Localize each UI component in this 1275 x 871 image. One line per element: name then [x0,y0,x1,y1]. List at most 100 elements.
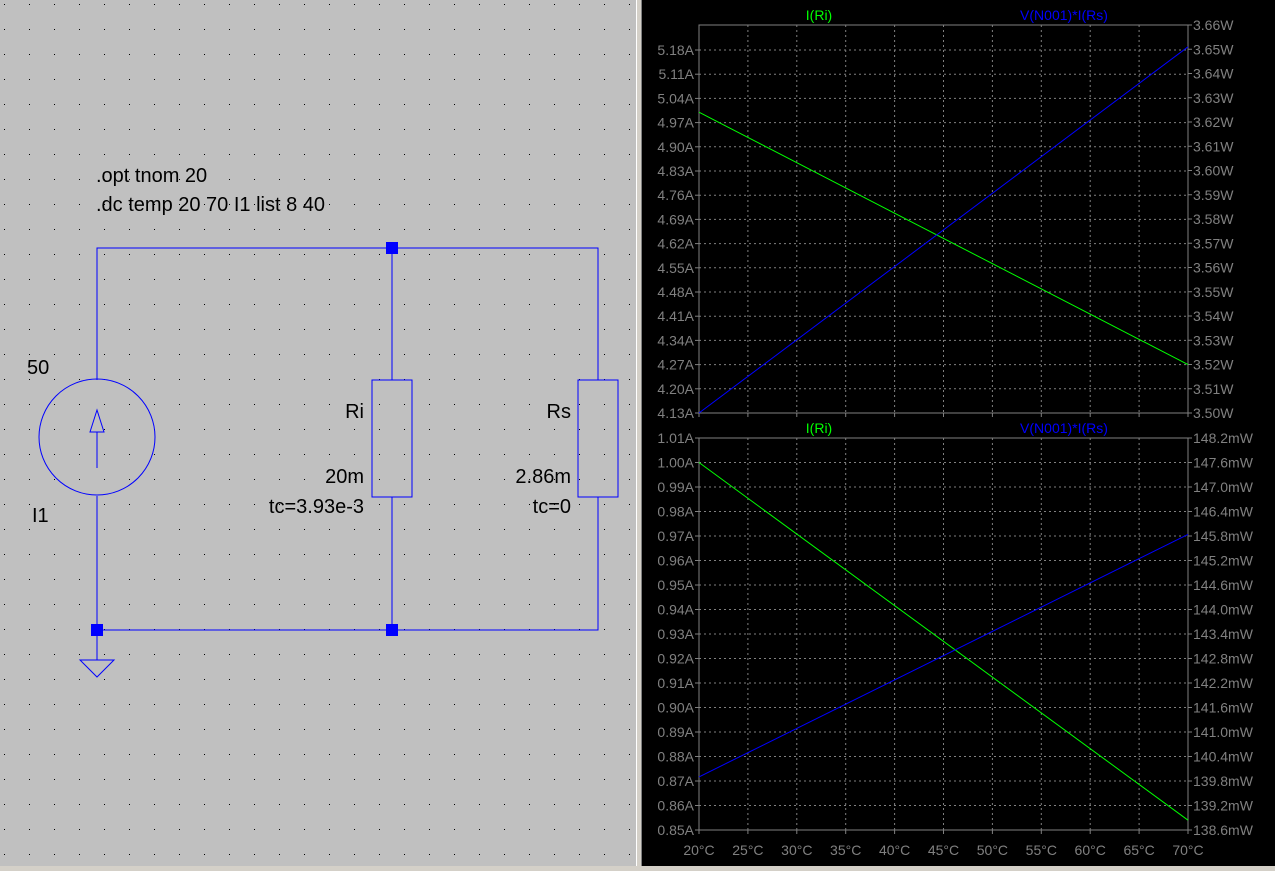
schematic-canvas[interactable]: .opt tnom 20 .dc temp 20 70 I1 list 8 40… [0,0,636,866]
y-right-tick-label: 145.8mW [1193,528,1254,544]
resistor-rs[interactable] [577,379,619,498]
y-right-tick-label: 145.2mW [1193,553,1254,569]
source-value-label[interactable]: 50 [27,357,49,379]
waveform-background [642,0,1275,866]
y-left-tick-label: 0.85A [657,822,694,838]
x-tick-label: 45°C [928,842,959,858]
wires[interactable] [96,247,599,660]
ri-name-label[interactable]: Ri [345,401,364,423]
y-right-tick-label: 3.57W [1193,235,1234,251]
y-right-tick-label: 141.0mW [1193,724,1254,740]
y-left-tick-label: 4.41A [657,308,694,324]
junction-node[interactable] [91,624,103,636]
y-left-tick-label: 5.11A [658,66,694,82]
y-left-tick-label: 4.27A [657,357,694,373]
y-right-tick-label: 3.61W [1193,138,1234,154]
x-tick-label: 20°C [683,842,714,858]
pane-splitter[interactable] [636,0,642,866]
y-right-tick-label: 139.8mW [1193,773,1254,789]
y-left-tick-label: 1.01A [657,430,694,446]
y-left-tick-label: 4.90A [657,139,694,155]
y-right-tick-label: 144.6mW [1193,577,1254,593]
rs-tc-label[interactable]: tc=0 [533,496,571,518]
x-tick-label: 25°C [732,842,763,858]
x-tick-label: 60°C [1075,842,1106,858]
y-right-tick-label: 146.4mW [1193,504,1254,520]
schematic-editor[interactable]: .opt tnom 20 .dc temp 20 70 I1 list 8 40… [0,0,636,866]
ri-value-label[interactable]: 20m [325,466,364,488]
arrow-up-icon [89,408,105,433]
ground-icon[interactable] [78,659,116,678]
y-right-tick-label: 3.65W [1193,41,1234,57]
y-left-tick-label: 0.93A [657,626,694,642]
y-right-tick-label: 138.6mW [1193,822,1254,838]
legend-entry[interactable]: V(N001)*I(Rs) [1020,420,1108,436]
y-right-tick-label: 141.6mW [1193,700,1254,716]
trace-line[interactable] [698,46,1189,414]
legend-entry[interactable]: I(Ri) [806,7,832,23]
y-left-tick-label: 4.76A [657,187,694,203]
y-left-tick-label: 0.92A [657,651,694,667]
y-left-tick-label: 0.87A [657,773,694,789]
x-tick-label: 55°C [1026,842,1057,858]
y-right-tick-label: 147.6mW [1193,455,1254,471]
y-right-tick-label: 140.4mW [1193,749,1254,765]
resistor-ri[interactable] [371,379,413,498]
y-left-tick-label: 0.89A [657,724,694,740]
y-right-tick-label: 147.0mW [1193,479,1254,495]
y-right-tick-label: 3.52W [1193,357,1234,373]
wire-bottom[interactable] [96,496,599,631]
wire-top[interactable] [96,247,599,380]
y-right-tick-label: 3.55W [1193,284,1234,300]
y-left-tick-label: 0.90A [657,700,694,716]
y-left-tick-label: 4.13A [657,405,694,421]
x-tick-label: 50°C [977,842,1008,858]
rs-name-label[interactable]: Rs [547,401,571,423]
y-right-tick-label: 143.4mW [1193,626,1254,642]
y-left-tick-label: 0.98A [657,504,694,520]
y-left-tick-label: 4.69A [657,211,694,227]
y-left-tick-label: 5.18A [657,42,694,58]
y-right-tick-label: 139.2mW [1193,798,1254,814]
x-tick-label: 30°C [781,842,812,858]
y-right-tick-label: 3.54W [1193,308,1234,324]
y-right-tick-label: 3.62W [1193,114,1234,130]
y-right-tick-label: 3.66W [1193,17,1234,33]
legend-entry[interactable]: I(Ri) [806,420,832,436]
y-right-tick-label: 3.53W [1193,332,1234,348]
directive-dc[interactable]: .dc temp 20 70 I1 list 8 40 [96,194,325,216]
y-right-tick-label: 144.0mW [1193,602,1254,618]
y-right-tick-label: 3.51W [1193,381,1234,397]
junction-node[interactable] [386,624,398,636]
current-source-i1[interactable] [38,378,156,496]
waveform-canvas[interactable]: 5.18A5.11A5.04A4.97A4.90A4.83A4.76A4.69A… [642,0,1275,866]
y-left-tick-label: 4.48A [657,284,694,300]
y-right-tick-label: 3.64W [1193,66,1234,82]
junction-node[interactable] [386,242,398,254]
y-right-tick-label: 3.56W [1193,260,1234,276]
y-left-tick-label: 0.95A [657,577,694,593]
y-right-tick-label: 3.63W [1193,90,1234,106]
rs-value-label[interactable]: 2.86m [515,466,571,488]
y-left-tick-label: 4.97A [657,115,694,131]
y-left-tick-label: 4.34A [657,332,694,348]
x-tick-label: 40°C [879,842,910,858]
y-right-tick-label: 148.2mW [1193,430,1254,446]
ri-tc-label[interactable]: tc=3.93e-3 [269,496,364,518]
trace-line[interactable] [698,111,1189,366]
trace-line[interactable] [698,462,1189,821]
y-left-tick-label: 4.20A [657,381,694,397]
x-tick-label: 70°C [1172,842,1203,858]
y-left-tick-label: 0.91A [657,675,694,691]
x-tick-label: 65°C [1123,842,1154,858]
source-name-label[interactable]: I1 [32,505,49,527]
legend-entry[interactable]: V(N001)*I(Rs) [1020,7,1108,23]
directive-opt[interactable]: .opt tnom 20 [96,165,207,187]
y-left-tick-label: 4.83A [657,163,694,179]
y-right-tick-label: 3.58W [1193,211,1234,227]
y-left-tick-label: 0.86A [657,798,694,814]
current-source-icon[interactable] [38,378,156,496]
y-right-tick-label: 3.50W [1193,405,1234,421]
trace-line[interactable] [698,533,1189,778]
